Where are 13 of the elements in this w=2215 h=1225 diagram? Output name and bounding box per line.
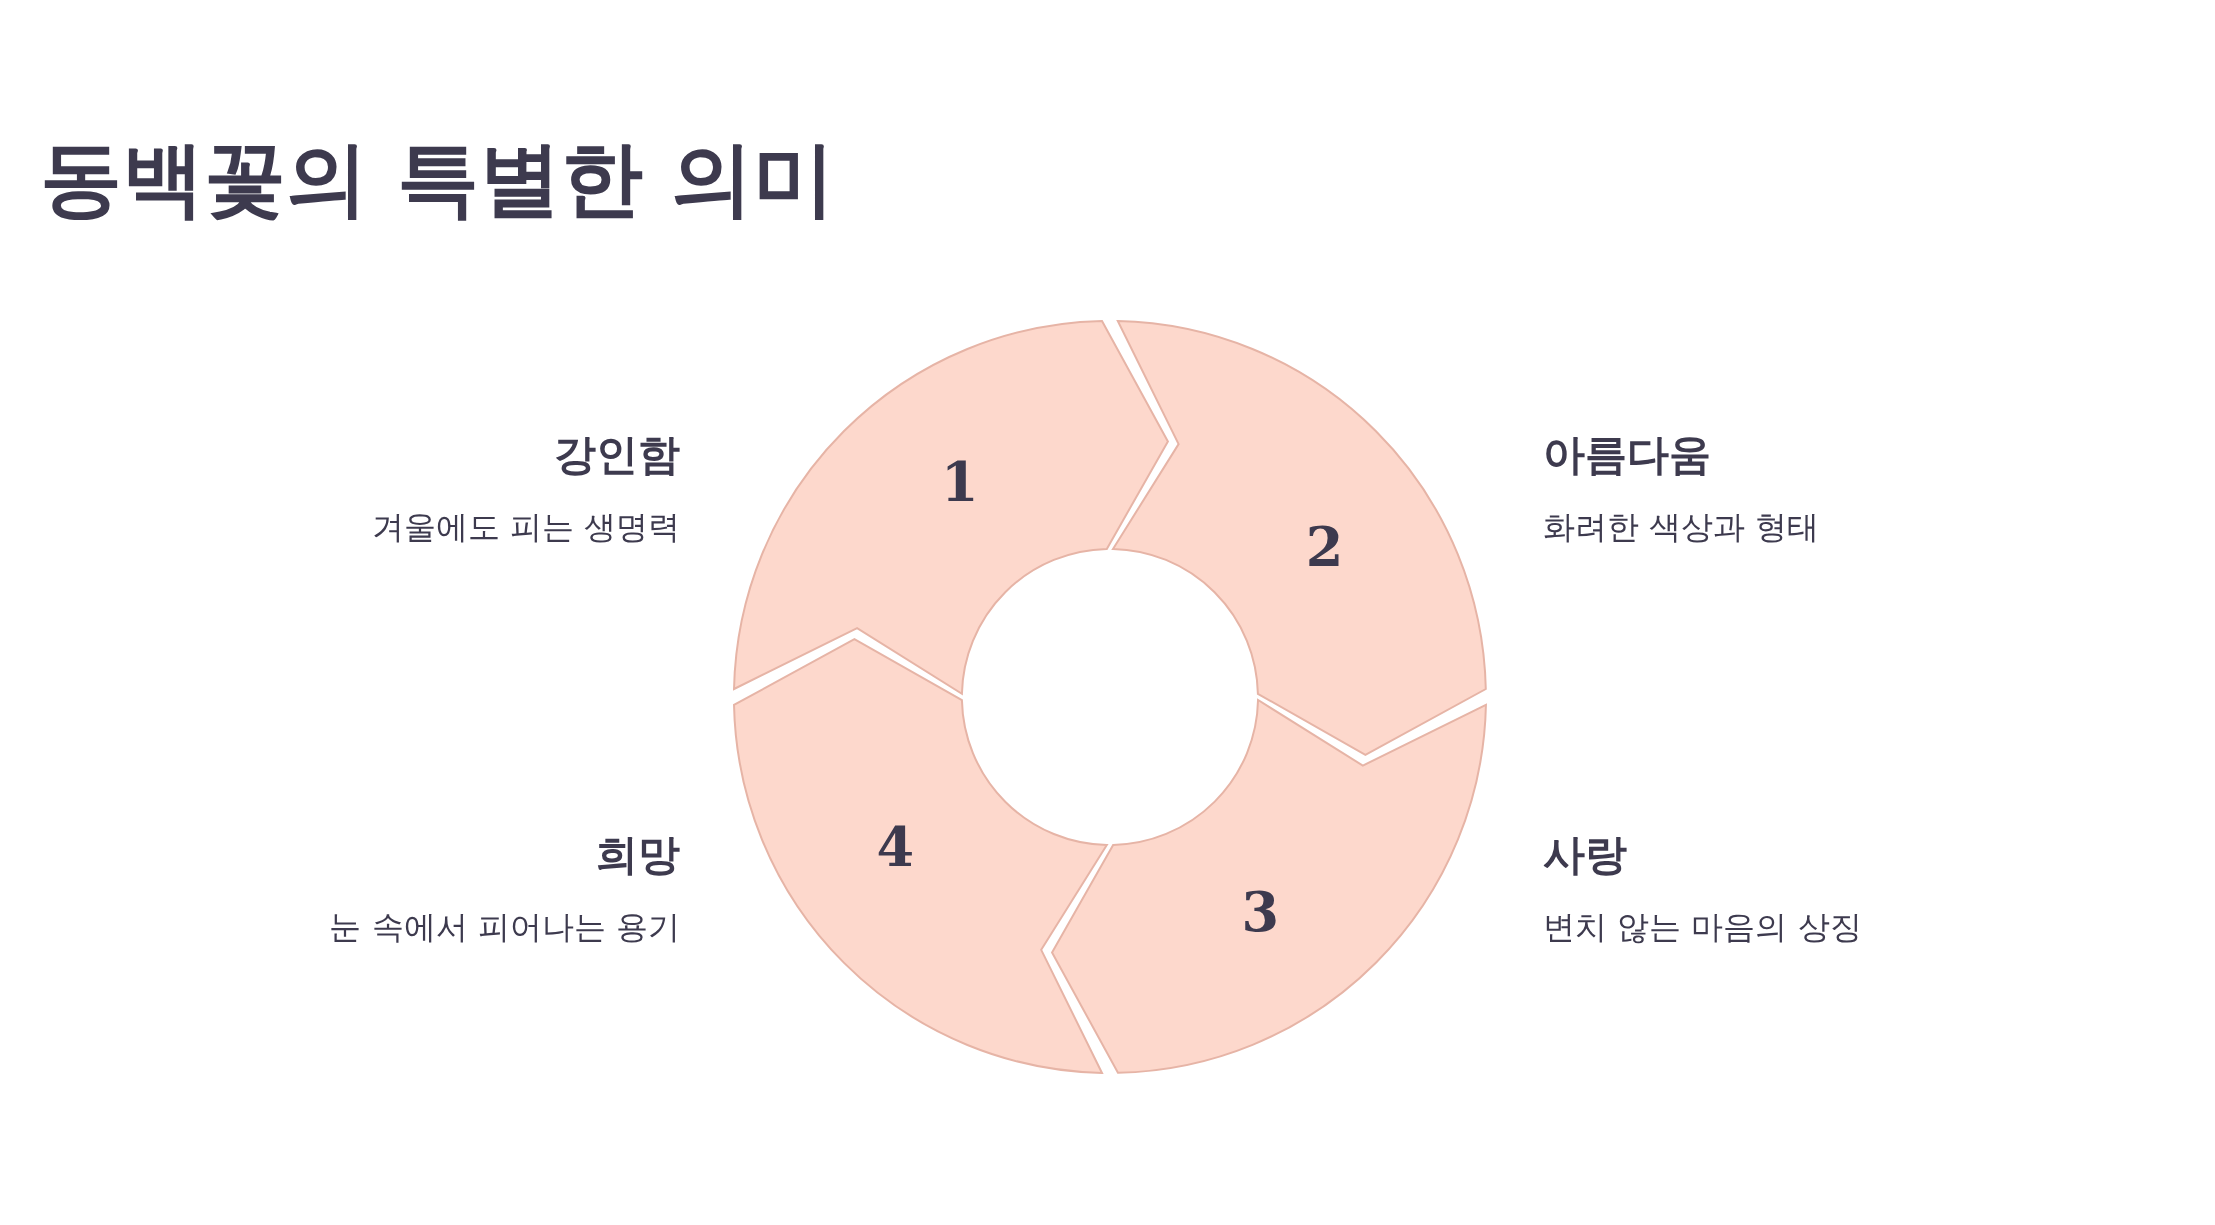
step-heading: 강인함: [554, 430, 680, 481]
page-title: 동백꽃의 특별한 의미: [40, 130, 836, 228]
step-number: 2: [1305, 519, 1344, 574]
step-number: 4: [876, 820, 915, 875]
step-description: 겨울에도 피는 생명력: [371, 508, 680, 547]
step-heading: 사랑: [1543, 830, 1627, 881]
step-heading: 희망: [596, 830, 680, 881]
step-number: 1: [940, 455, 979, 510]
step-heading: 아름다움: [1543, 430, 1711, 481]
step-description: 화려한 색상과 형태: [1543, 508, 1820, 547]
step-description: 눈 속에서 피어나는 용기: [329, 908, 680, 947]
step-description: 변치 않는 마음의 상징: [1543, 908, 1862, 947]
step-number: 3: [1241, 884, 1280, 939]
